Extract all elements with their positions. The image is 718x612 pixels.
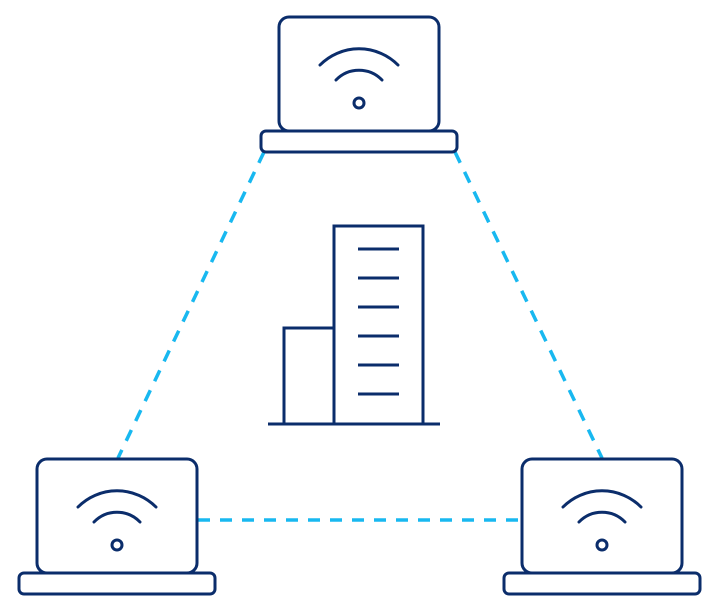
laptop-bottom-right bbox=[502, 457, 702, 596]
laptop-screen bbox=[277, 15, 441, 133]
office-building-icon bbox=[268, 224, 440, 426]
link-top-to-right bbox=[453, 151, 604, 459]
building-floors bbox=[358, 247, 399, 396]
wifi-icon bbox=[76, 489, 158, 552]
laptop-base bbox=[259, 129, 459, 154]
laptop-base bbox=[17, 571, 217, 596]
building-small bbox=[282, 326, 336, 426]
link-top-to-left bbox=[116, 151, 266, 459]
laptop-top bbox=[259, 15, 459, 154]
connections bbox=[116, 151, 604, 522]
wifi-icon bbox=[561, 489, 643, 552]
laptop-base bbox=[502, 571, 702, 596]
laptop-screen bbox=[520, 457, 684, 575]
laptop-bottom-left bbox=[17, 457, 217, 596]
laptop-screen bbox=[35, 457, 199, 575]
wifi-icon bbox=[318, 47, 400, 110]
